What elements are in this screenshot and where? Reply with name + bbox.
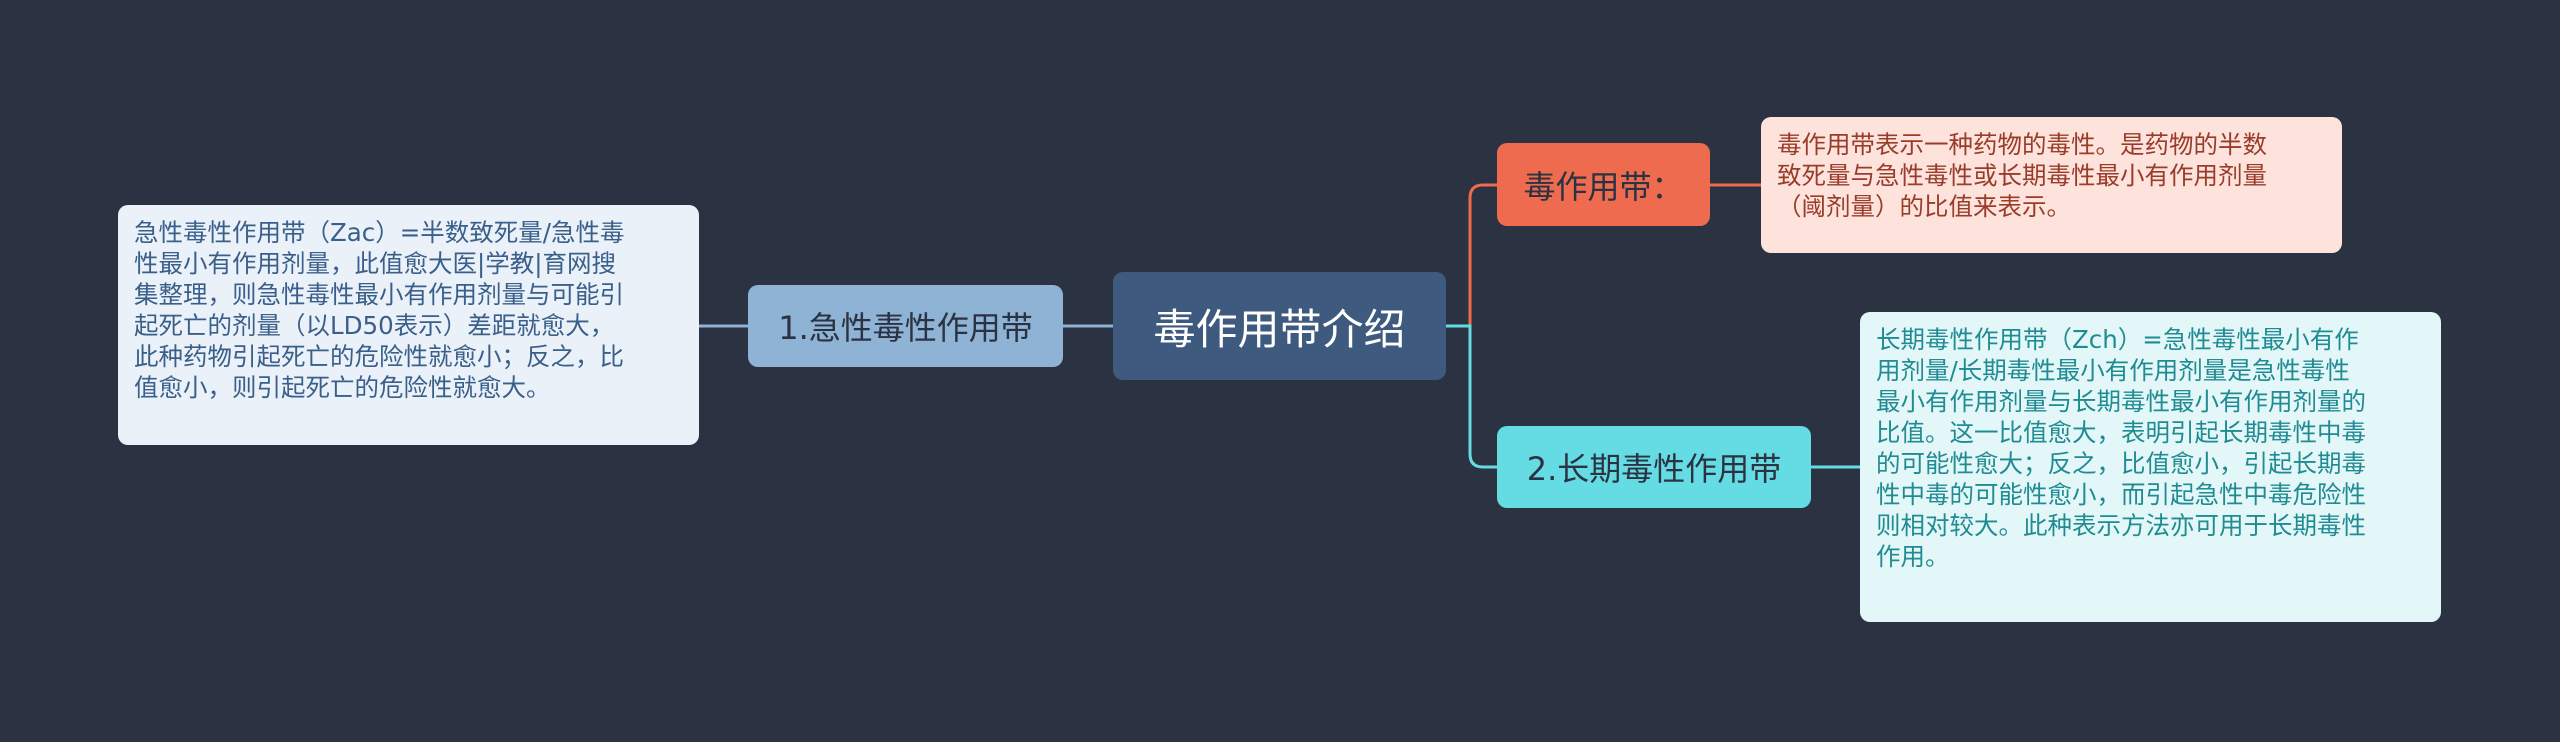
note-definition-text: 毒作用带表示一种药物的毒性。是药物的半数 致死量与急性毒性或长期毒性最小有作用剂… bbox=[1777, 130, 2267, 221]
topic-acute-toxicity-band[interactable]: 1.急性毒性作用带 bbox=[748, 285, 1063, 367]
note-toxic-band-definition[interactable]: 毒作用带表示一种药物的毒性。是药物的半数 致死量与急性毒性或长期毒性最小有作用剂… bbox=[1761, 117, 2342, 253]
note-chronic-text: 长期毒性作用带（Zch）=急性毒性最小有作 用剂量/长期毒性最小有作用剂量是急性… bbox=[1876, 325, 2366, 571]
connector-central-definition bbox=[1446, 183, 1497, 328]
central-topic-label: 毒作用带介绍 bbox=[1153, 304, 1406, 354]
note-acute-text: 急性毒性作用带（Zac）=半数致死量/急性毒 性最小有作用剂量，此值愈大医|学教… bbox=[134, 218, 625, 402]
central-topic[interactable]: 毒作用带介绍 bbox=[1113, 272, 1446, 380]
topic-acute-label: 1.急性毒性作用带 bbox=[778, 309, 1033, 347]
connector-central-chronic bbox=[1446, 324, 1497, 469]
note-acute-toxicity-band[interactable]: 急性毒性作用带（Zac）=半数致死量/急性毒 性最小有作用剂量，此值愈大医|学教… bbox=[118, 205, 699, 445]
topic-definition-label: 毒作用带： bbox=[1523, 167, 1684, 206]
topic-toxic-band-definition[interactable]: 毒作用带： bbox=[1497, 143, 1710, 226]
topic-chronic-label: 2.长期毒性作用带 bbox=[1526, 450, 1782, 488]
note-chronic-toxicity-band[interactable]: 长期毒性作用带（Zch）=急性毒性最小有作 用剂量/长期毒性最小有作用剂量是急性… bbox=[1860, 312, 2441, 622]
topic-chronic-toxicity-band[interactable]: 2.长期毒性作用带 bbox=[1497, 426, 1811, 508]
